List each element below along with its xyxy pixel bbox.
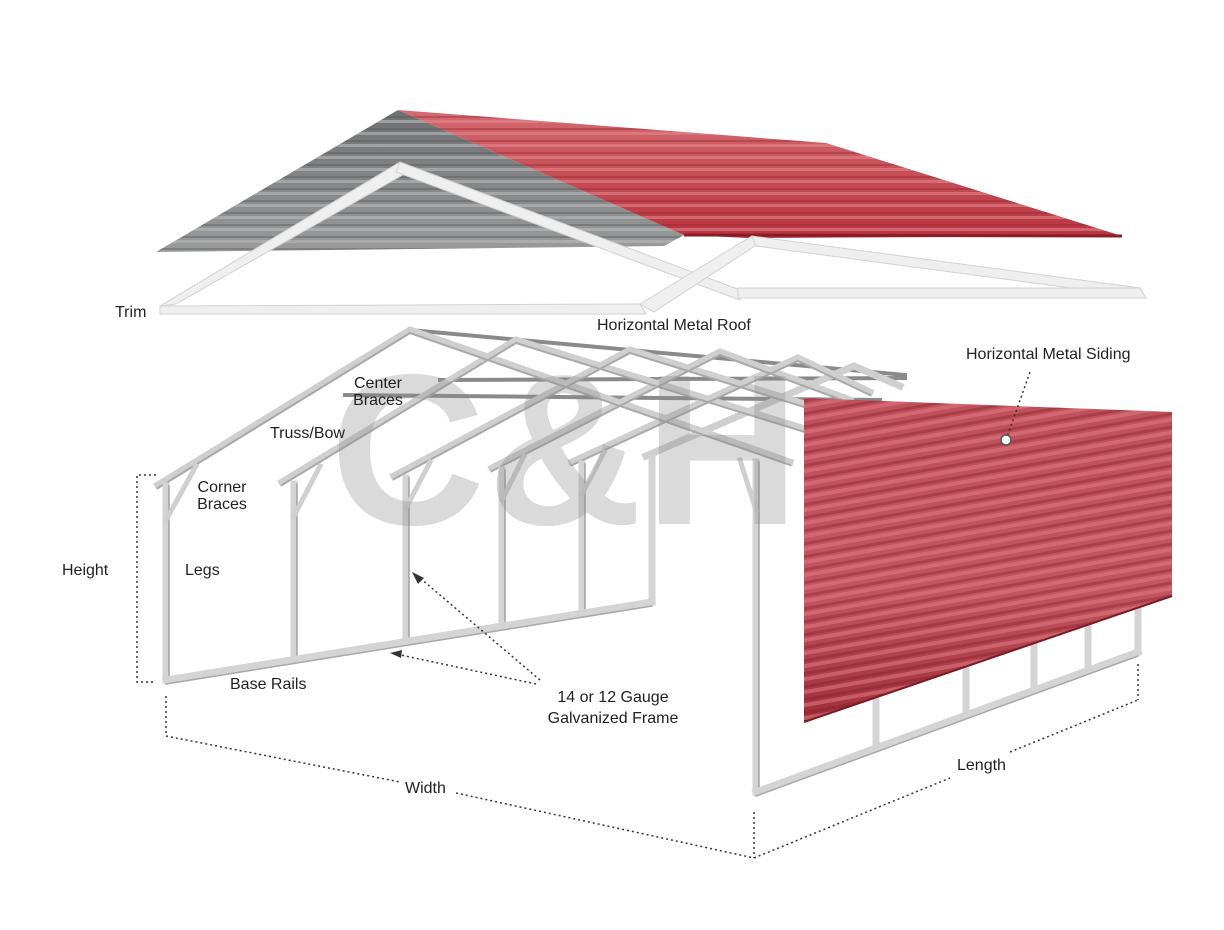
siding-callout-dot (1000, 434, 1012, 446)
leader-arrows (390, 572, 424, 658)
label-height: Height (62, 562, 109, 579)
label-center-braces-line2: Braces (353, 392, 403, 409)
label-gauge-line2: Galvanized Frame (547, 710, 679, 727)
label-truss: Truss/Bow (270, 425, 345, 442)
metal-siding (803, 398, 1173, 723)
dimension-lines (136, 371, 1139, 859)
label-corner-braces-line2: Braces (197, 496, 247, 513)
label-corner-braces: Corner Braces (192, 479, 252, 513)
label-corner-braces-line1: Corner (197, 479, 247, 496)
label-roof: Horizontal Metal Roof (597, 317, 751, 334)
label-trim: Trim (115, 304, 147, 321)
label-center-braces: Center Braces (348, 375, 408, 409)
roof-trim (159, 161, 1147, 315)
label-legs: Legs (185, 562, 220, 579)
label-width: Width (405, 780, 446, 797)
label-center-braces-line1: Center (353, 375, 403, 392)
label-gauge-line1: 14 or 12 Gauge (557, 689, 669, 706)
label-base-rails: Base Rails (230, 676, 307, 693)
steel-frame (153, 326, 1143, 797)
label-length: Length (957, 757, 1006, 774)
label-siding: Horizontal Metal Siding (966, 346, 1131, 363)
label-gauge: 14 or 12 Gauge Galvanized Frame (538, 687, 688, 729)
